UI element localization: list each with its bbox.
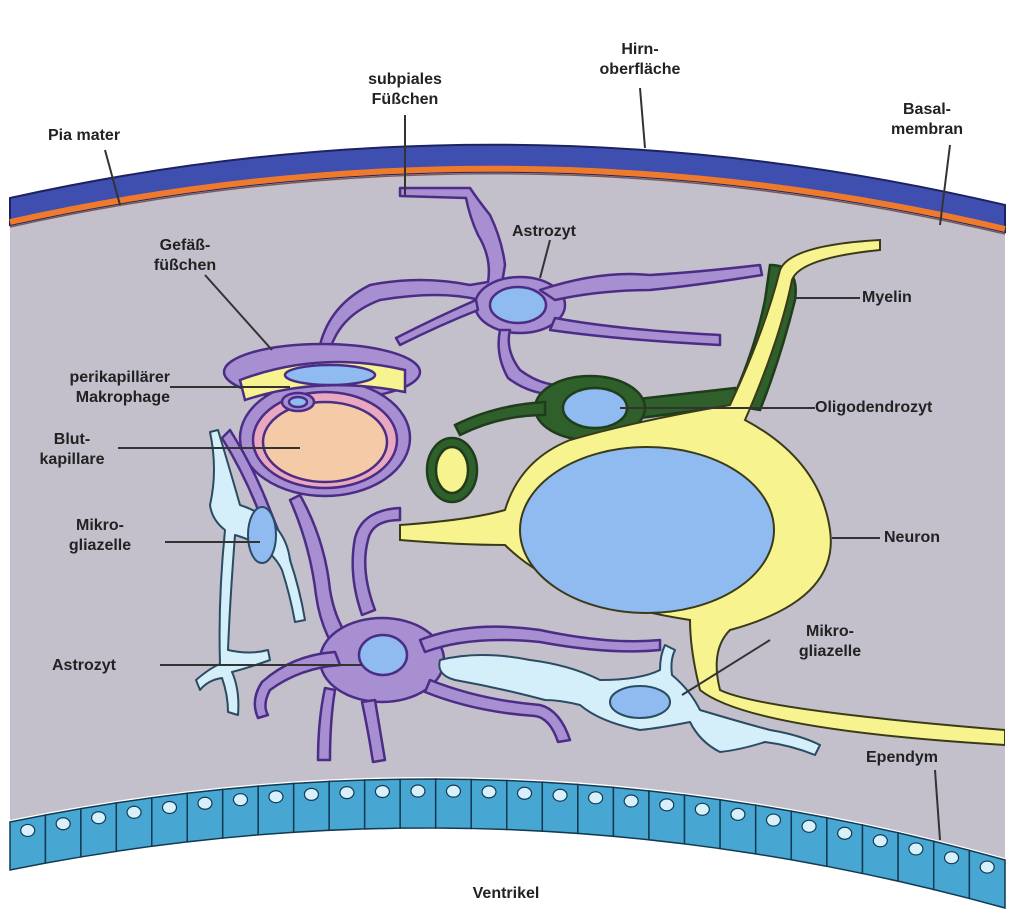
ependym-cell-nucleus (802, 820, 816, 832)
ependym-cell-nucleus (375, 786, 389, 798)
label-perikapillaerer-makrophage: perikapillärer Makrophage (12, 368, 170, 408)
ependym-cell-nucleus (198, 797, 212, 809)
ependym-cell-nucleus (838, 827, 852, 839)
ependym-cell (10, 815, 45, 870)
label-astrozyt-top: Astrozyt (512, 222, 576, 242)
label-hirnoberflaeche: Hirn- oberfläche (570, 40, 710, 80)
ependym-cell-nucleus (304, 788, 318, 800)
ependym-cell (81, 803, 116, 857)
ependym-cell-nucleus (233, 794, 247, 806)
astrocyte-bottom-nucleus (359, 635, 407, 675)
ependym-cell-nucleus (553, 789, 567, 801)
ependym-cell-nucleus (945, 852, 959, 864)
label-pia-mater: Pia mater (48, 126, 120, 146)
label-gefaessfuesschen: Gefäß- füßchen (135, 236, 235, 276)
ependym-cell-nucleus (92, 812, 106, 824)
label-myelin: Myelin (862, 288, 912, 308)
label-mikrogliazelle-right: Mikro- gliazelle (775, 622, 885, 662)
ependym-cell-nucleus (340, 787, 354, 799)
ependym-cell-nucleus (518, 787, 532, 799)
label-astrozyt-bottom: Astrozyt (52, 656, 116, 676)
ependym-cell (862, 825, 898, 881)
neuron-nucleus (520, 447, 774, 613)
ependym-cell-nucleus (163, 801, 177, 813)
ependym-cell (45, 809, 80, 863)
ependym-cell-nucleus (766, 814, 780, 826)
label-subpiales-fuesschen: subpiales Füßchen (340, 70, 470, 110)
ependym-cell-nucleus (269, 791, 283, 803)
ependym-cell (969, 850, 1005, 908)
ependym-cell-nucleus (909, 843, 923, 855)
ependym-cell (791, 811, 827, 866)
label-basalmembran: Basal- membran (862, 100, 992, 140)
ependym-cell-nucleus (127, 806, 141, 818)
astrocyte-top-nucleus (490, 287, 546, 323)
ependym-cell-nucleus (482, 786, 496, 798)
ependym-cell (827, 818, 863, 874)
label-mikrogliazelle-left: Mikro- gliazelle (40, 516, 160, 556)
oligodendrocyte-nucleus (563, 388, 627, 428)
label-ventrikel: Ventrikel (446, 884, 566, 904)
label-neuron: Neuron (884, 528, 940, 548)
label-blutkapillare: Blut- kapillare (28, 430, 116, 470)
ependym-cell-nucleus (589, 792, 603, 804)
label-oligodendrozyt: Oligodendrozyt (815, 398, 932, 418)
ependym-cell-nucleus (980, 861, 994, 873)
ependym-cell-nucleus (695, 803, 709, 815)
ependym-cell-nucleus (660, 799, 674, 811)
ependym-cell (756, 805, 792, 860)
ependym-cell-nucleus (873, 835, 887, 847)
ependym-cell-nucleus (446, 785, 460, 797)
ependym-cell-nucleus (624, 795, 638, 807)
label-ependym: Ependym (866, 748, 938, 768)
ependym-cell (934, 841, 970, 898)
ependym-cell (898, 833, 934, 890)
ependym-cell-nucleus (21, 824, 35, 836)
ependym-cell-nucleus (56, 818, 70, 830)
ependym-cell-nucleus (731, 808, 745, 820)
ependym-cell-nucleus (411, 785, 425, 797)
